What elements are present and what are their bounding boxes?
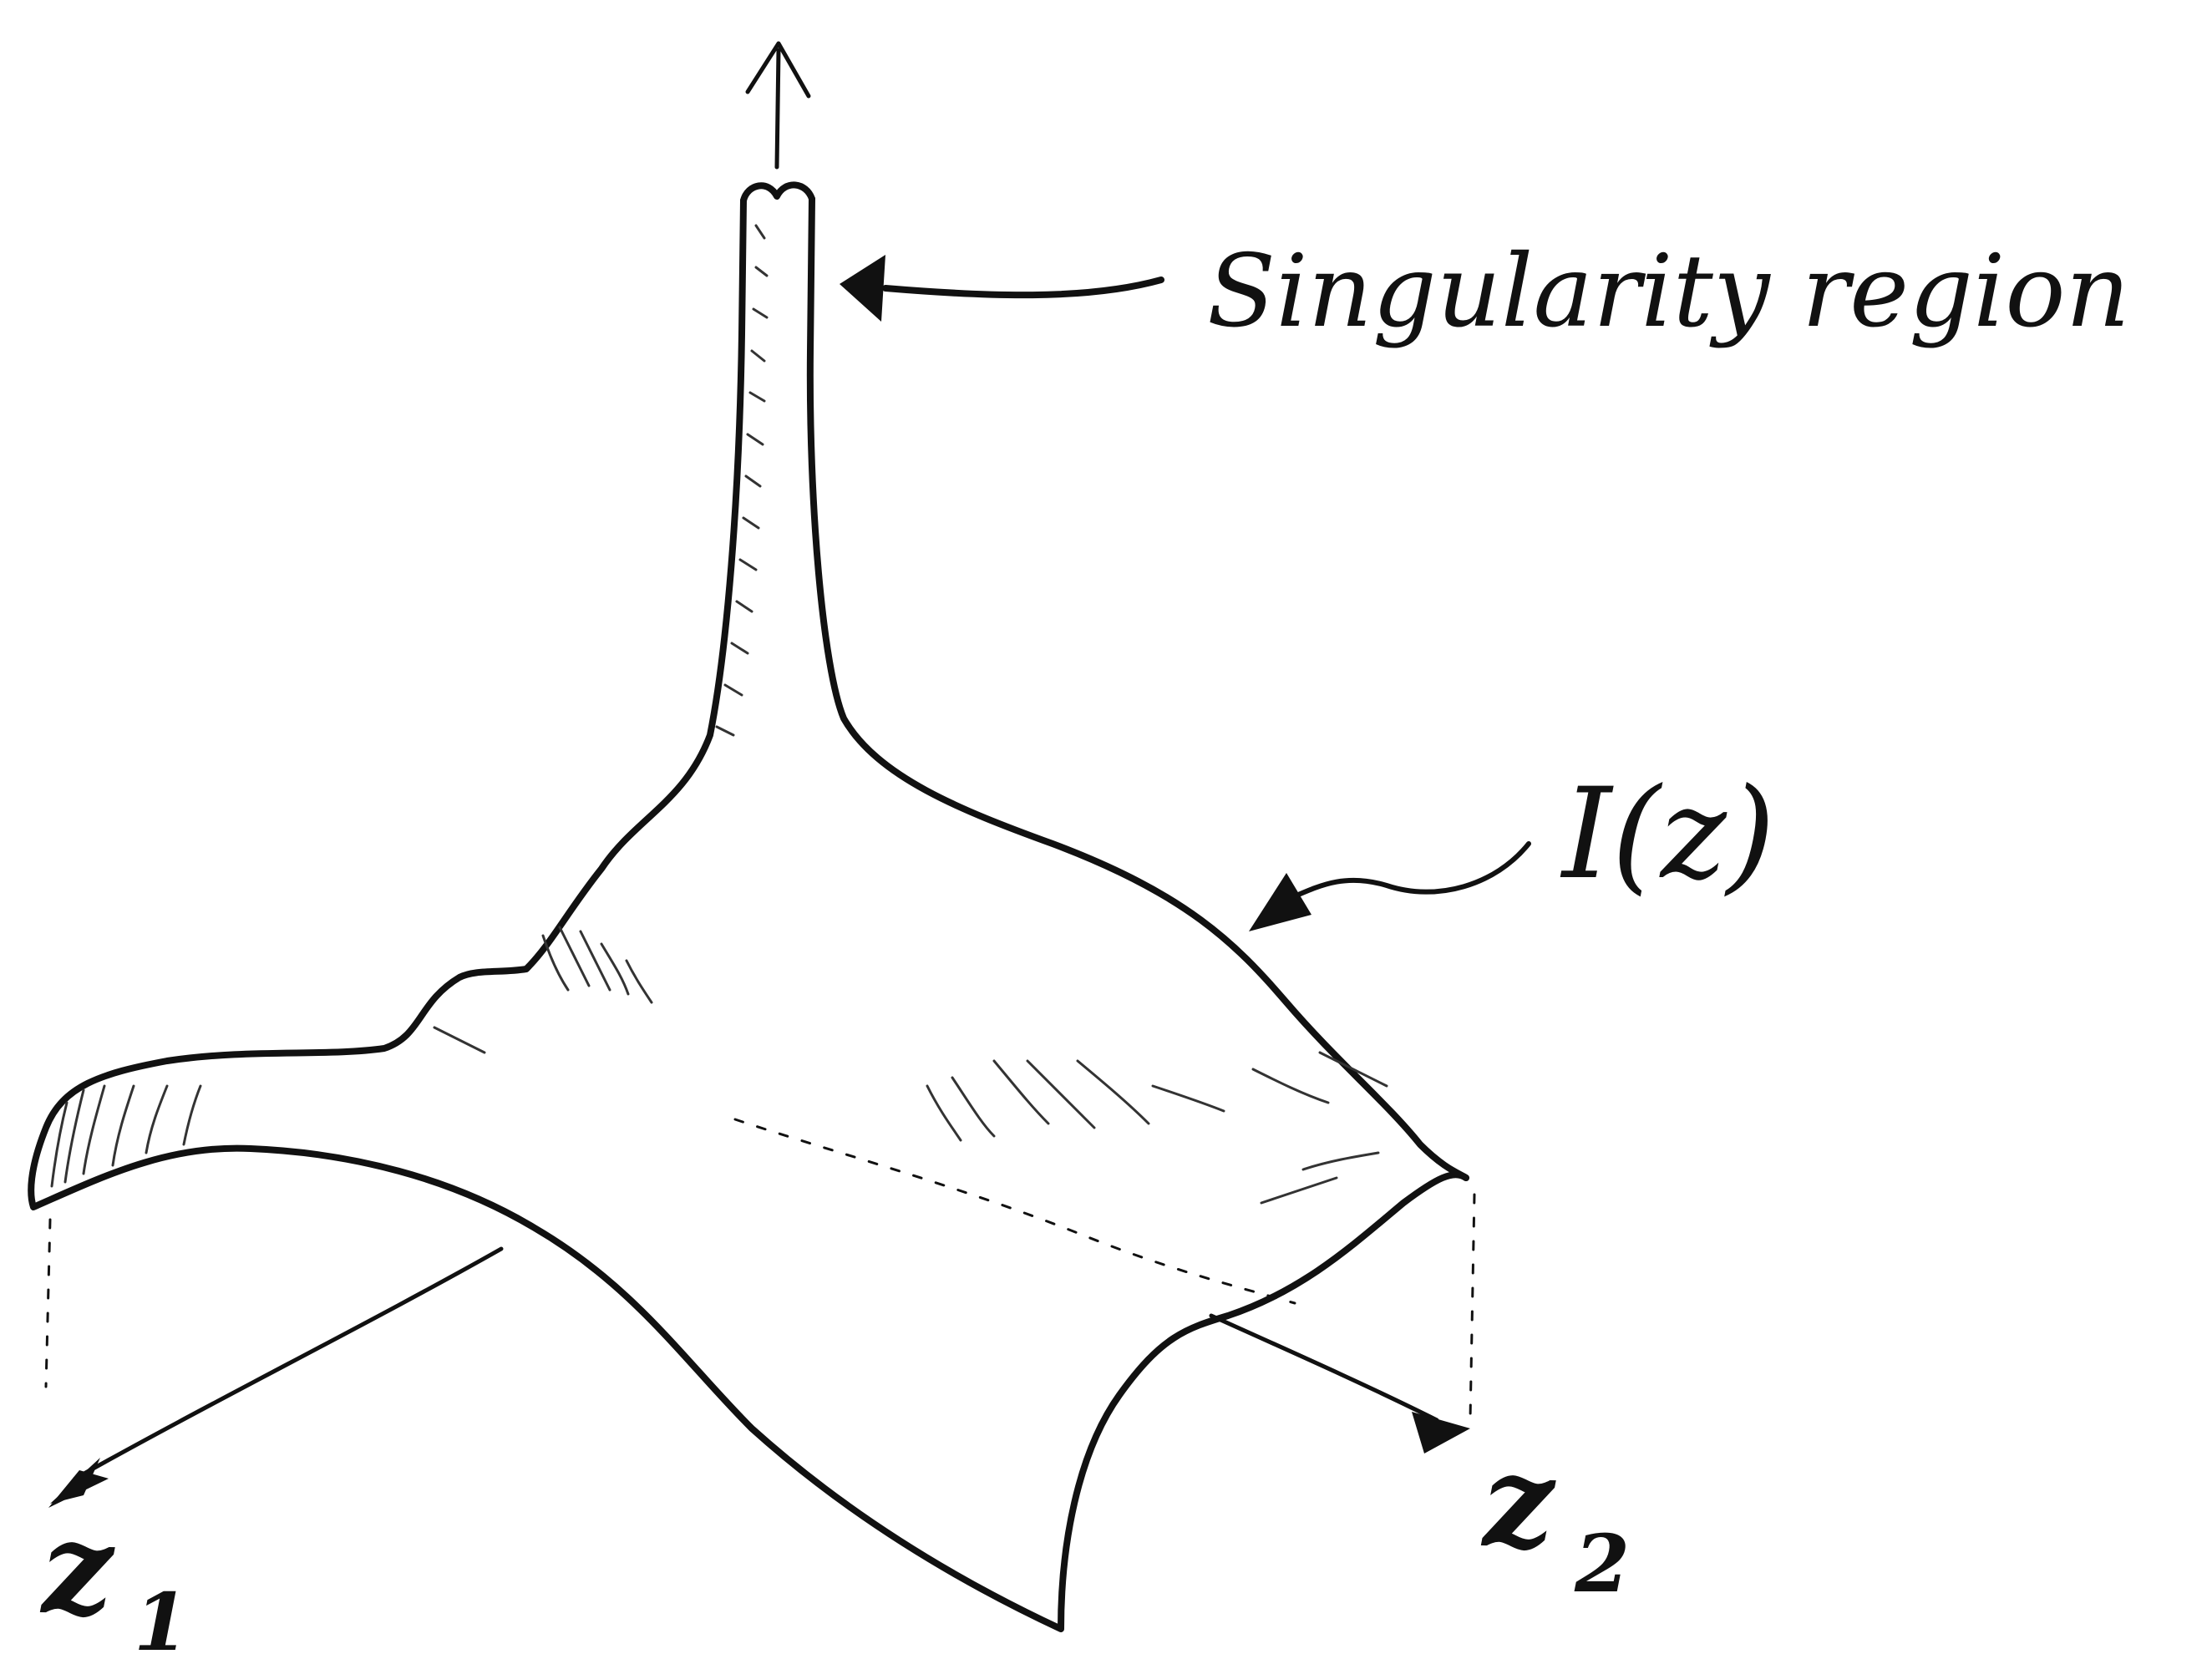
dashed-guides (44, 1118, 1476, 1422)
spike-opening (740, 181, 815, 204)
z1-subscript: 1 (134, 1576, 189, 1654)
z1-letter: z (39, 1495, 115, 1642)
z1-axis-label: z 1 (39, 1495, 189, 1654)
z2-letter: z (1480, 1428, 1556, 1575)
surface-function-label: I(z) (1560, 762, 1775, 907)
surface-outline (28, 197, 1469, 1632)
z2-axis-label: z 2 (1480, 1428, 1630, 1611)
surface-pointer-arrow (1249, 841, 1531, 931)
z1-axis-arrow (48, 1246, 504, 1508)
spike-right-edge (806, 195, 1469, 1181)
singularity-pointer-arrow (840, 255, 1164, 322)
surface-hatching (50, 926, 1388, 1205)
z2-subscript: 2 (1574, 1518, 1630, 1611)
singularity-label: Singularity region (1207, 234, 2130, 350)
spike-hatching (715, 224, 769, 737)
z2-axis-arrow (1209, 1313, 1470, 1454)
vertical-axis-arrow (745, 41, 811, 170)
